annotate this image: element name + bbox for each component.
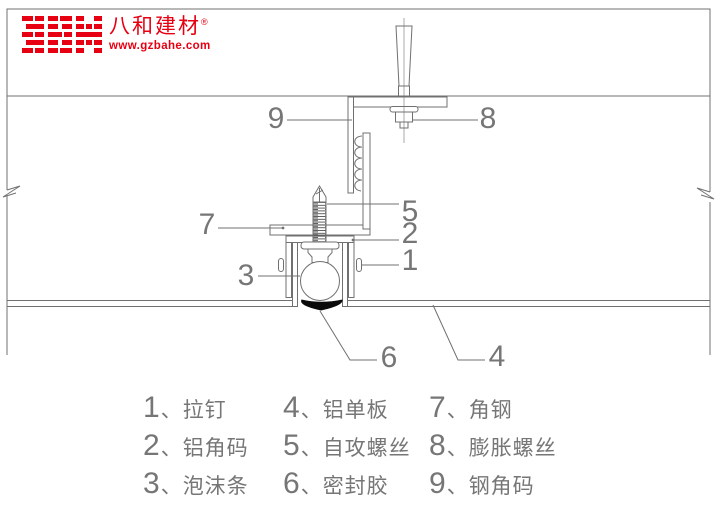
legend-label: 自攻螺丝 <box>322 437 411 460</box>
legend-label: 密封胶 <box>322 475 389 498</box>
legend-num: 6 <box>283 467 300 500</box>
legend-label: 铝单板 <box>322 399 389 422</box>
legend-separator: 、 <box>160 475 182 498</box>
bahe-logo-mark-icon <box>22 16 102 53</box>
registered-mark: ® <box>201 17 208 27</box>
callout-3: 3 <box>237 259 255 292</box>
callout-9: 9 <box>267 102 285 135</box>
legend-item-7: 7、角钢 <box>429 391 589 429</box>
legend-label: 泡沫条 <box>182 475 249 498</box>
section-borders <box>2 96 715 355</box>
brand-name-text: 八和建材 <box>109 15 201 38</box>
legend-item-3: 3、泡沫条 <box>143 467 283 505</box>
legend-separator: 、 <box>446 399 468 422</box>
callout-2: 2 <box>401 217 419 250</box>
legend-item-9: 9、钢角码 <box>429 467 589 505</box>
legend-num: 3 <box>143 467 160 500</box>
callout-7: 7 <box>198 208 216 241</box>
callout-4: 4 <box>488 340 506 373</box>
logo-text-block: 八和建材® www.gzbahe.com <box>109 15 211 53</box>
brand-logo: 八和建材® www.gzbahe.com <box>20 15 211 56</box>
break-mark-left <box>2 185 21 198</box>
legend-item-5: 5、自攻螺丝 <box>283 429 429 467</box>
callout-8: 8 <box>479 102 497 135</box>
callout-5: 5 <box>401 195 419 228</box>
legend-separator: 、 <box>160 437 182 460</box>
legend-label: 铝角码 <box>182 437 249 460</box>
legend-label: 角钢 <box>468 399 513 422</box>
sealant-bead <box>301 299 343 311</box>
legend-item-2: 2、铝角码 <box>143 429 283 467</box>
concrete-slab <box>6 8 711 97</box>
legend-item-6: 6、密封胶 <box>283 467 429 505</box>
leader-lines <box>218 119 485 361</box>
legend-separator: 、 <box>446 475 468 498</box>
legend-num: 9 <box>429 467 446 500</box>
weld-symbol <box>354 135 363 192</box>
legend-num: 4 <box>283 391 300 424</box>
legend-item-1: 1、拉钉 <box>143 391 283 429</box>
legend-num: 1 <box>143 391 160 424</box>
legend: 1、拉钉 2、铝角码 3、泡沫条 4、铝单板 5、自攻螺丝 6、密封胶 7、角钢… <box>143 391 589 505</box>
self-tapping-screw <box>300 185 340 263</box>
legend-separator: 、 <box>300 475 322 498</box>
rivet-left <box>278 258 284 272</box>
legend-item-4: 4、铝单板 <box>283 391 429 429</box>
legend-num: 2 <box>143 429 160 462</box>
aluminum-panel-right <box>342 242 710 307</box>
legend-num: 5 <box>283 429 300 462</box>
legend-separator: 、 <box>300 399 322 422</box>
callout-6: 6 <box>380 341 398 374</box>
break-mark-right <box>696 187 715 200</box>
legend-separator: 、 <box>160 399 182 422</box>
legend-num: 8 <box>429 429 446 462</box>
expansion-bolt <box>389 18 419 143</box>
legend-separator: 、 <box>300 437 322 460</box>
aluminum-panel-left <box>7 242 298 307</box>
legend-label: 钢角码 <box>468 475 535 498</box>
brand-website: www.gzbahe.com <box>109 40 211 53</box>
legend-item-8: 8、膨胀螺丝 <box>429 429 589 467</box>
legend-num: 7 <box>429 391 446 424</box>
legend-label: 膨胀螺丝 <box>468 437 557 460</box>
rivet-right <box>356 258 362 272</box>
legend-label: 拉钉 <box>182 399 227 422</box>
callout-1: 1 <box>401 244 419 277</box>
foam-backer-rod <box>300 261 340 301</box>
brand-name: 八和建材® <box>109 15 211 38</box>
legend-separator: 、 <box>446 437 468 460</box>
